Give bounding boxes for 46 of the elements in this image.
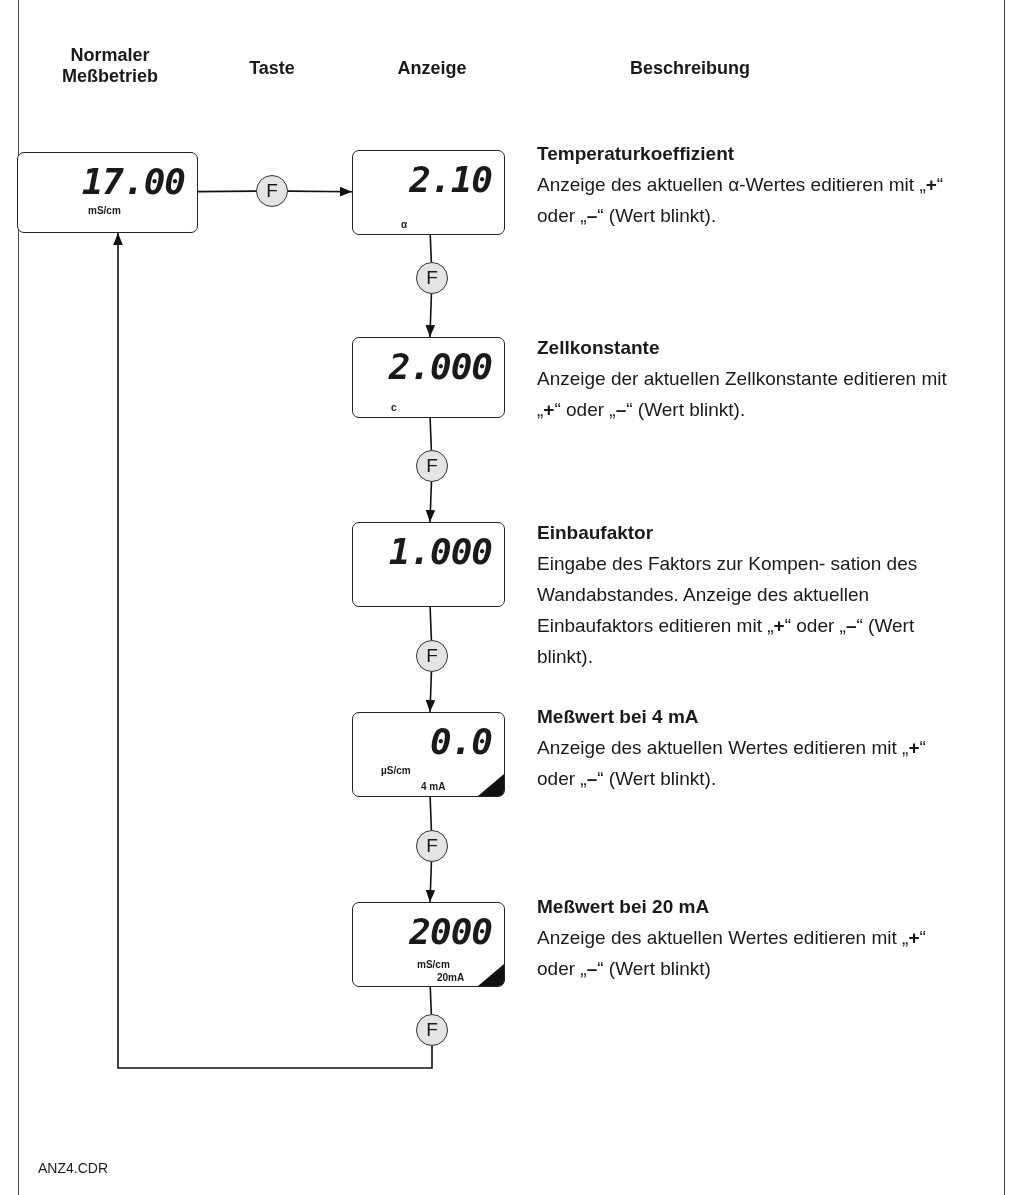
connector-arrow [113,232,433,1069]
key-symbol: F [416,1014,448,1046]
connector-arrow [425,861,436,903]
lcd-display [352,902,505,987]
key-symbol: F [416,262,448,294]
display-unit: mS/cm [88,205,121,216]
display-unit: µS/cm [381,765,411,776]
connector-arrow [425,293,436,338]
key-symbol: F [416,830,448,862]
display-value: 1.000 [388,530,492,574]
lcd-display [352,712,505,797]
display-value: 2.10 [409,158,492,202]
description-text: Anzeige des aktuellen α-Wertes editieren mit „+“ oder „–“ (Wert blinkt). [537,173,945,228]
column-header: Beschreibung [629,58,751,79]
description-heading: Meßwert bei 4 mA [537,706,699,728]
column-header: Taste [248,58,296,79]
key-symbol: F [416,450,448,482]
description-text: Eingabe des Faktors zur Kompen- sation des Wandabstandes. Anzeige des aktuellen Einbaufaktors editieren mit „+“ oder „–“ (Wert blinkt). [537,552,919,669]
description-heading: Einbaufaktor [537,522,654,544]
lcd-display [352,337,505,418]
column-header: Normaler Meßbetrieb [61,45,159,87]
description-text: Anzeige des aktuellen Wertes editieren mit „+“ oder „–“ (Wert blinkt). [537,736,927,791]
display-unit: 4 mA [421,781,446,792]
connector-arrow [425,671,436,713]
display-unit: 20mA [437,972,465,983]
display-unit: α [401,219,408,230]
display-value: 17.00 [81,160,185,204]
description-text: Anzeige des aktuellen Wertes editieren mit „+“ oder „–“ (Wert blinkt) [537,926,927,981]
display-value: 0.0 [429,720,492,764]
file-name: ANZ4.CDR [38,1160,108,1176]
description-heading: Meßwert bei 20 mA [537,896,710,918]
key-symbol: F [416,640,448,672]
key-symbol: F [256,175,288,207]
lcd-display [352,150,505,235]
display-unit: mS/cm [417,959,450,970]
column-header: Anzeige [396,58,468,79]
display-value: 2.000 [388,345,492,389]
connector-arrow [425,481,436,523]
display-unit: c [391,402,397,413]
description-heading: Temperaturkoeffizient [537,143,735,165]
display-value: 2000 [409,910,492,954]
description-heading: Zellkonstante [537,337,660,359]
lcd-display [17,152,198,233]
connector-arrow [287,186,353,197]
description-text: Anzeige der aktuellen Zellkonstante editieren mit „+“ oder „–“ (Wert blinkt). [537,367,948,422]
lcd-display [352,522,505,607]
